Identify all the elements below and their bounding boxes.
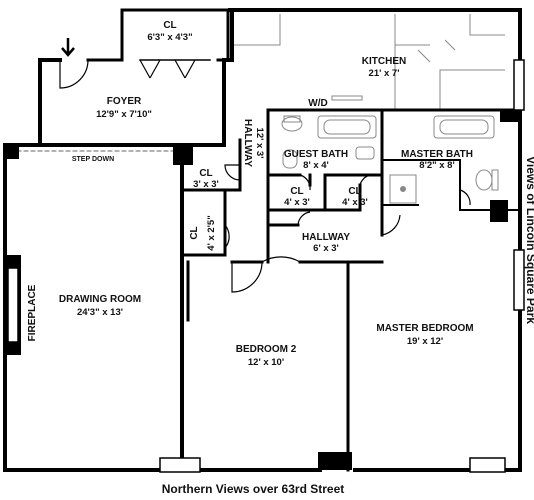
hallway-mid-name: HALLWAY (302, 232, 350, 243)
closet-b-dim: 4' x 3' (342, 197, 368, 208)
hallway-top-dim: 12' x 3' (254, 128, 265, 159)
step-down-label: STEP DOWN (72, 156, 114, 163)
room-labels: CL 6'3" x 4'3" KITCHEN 21' x 7' W/D FOYE… (27, 20, 474, 368)
wd-label: W/D (308, 98, 327, 109)
east-views-label: Views of Lincoln Square Park (524, 156, 534, 324)
master-bedroom-name: MASTER BEDROOM (376, 323, 473, 334)
windows (159, 59, 525, 473)
wd-area (331, 95, 363, 101)
closet-small-name: CL (199, 168, 212, 179)
drawing-room-dim: 24'3" x 13' (77, 307, 123, 318)
closet-small-dim: 3' x 3' (193, 179, 219, 190)
foyer-dim: 12'9" x 7'10" (96, 109, 152, 120)
fireplace-shape (7, 267, 19, 343)
bedroom2-name: BEDROOM 2 (236, 344, 297, 355)
guest-bath-fixtures (281, 115, 377, 169)
entry-arrow-icon (61, 38, 75, 57)
walls (3, 8, 522, 472)
kitchen-name: KITCHEN (362, 56, 406, 67)
master-bath-name: MASTER BATH (401, 149, 473, 160)
master-bedroom-dim: 19' x 12' (407, 336, 443, 347)
closet-narrow-dim: 4' x 2'5" (206, 215, 217, 250)
guest-bath-dim: 8' x 4' (303, 160, 329, 171)
closet-top-name: CL (163, 20, 176, 31)
drawing-room-name: DRAWING ROOM (59, 294, 141, 305)
doors (59, 59, 471, 293)
hallway-top-name: HALLWAY (242, 119, 253, 167)
master-bath-dim: 8'2" x 8' (419, 160, 454, 171)
foyer-name: FOYER (107, 96, 142, 107)
master-bath-fixtures (389, 115, 499, 204)
south-views-label: Northern Views over 63rd Street (162, 482, 345, 496)
closet-b-name: CL (348, 186, 361, 197)
fireplace-label: FIREPLACE (27, 284, 38, 341)
closet-narrow-name: CL (189, 226, 200, 239)
closet-top-dim: 6'3" x 4'3" (147, 32, 192, 43)
closet-a-dim: 4' x 3' (284, 197, 310, 208)
hallway-mid-dim: 6' x 3' (313, 243, 339, 254)
guest-bath-name: GUEST BATH (284, 149, 348, 160)
bedroom2-dim: 12' x 10' (248, 357, 284, 368)
closet-a-name: CL (290, 186, 303, 197)
kitchen-dim: 21' x 7' (369, 68, 400, 79)
